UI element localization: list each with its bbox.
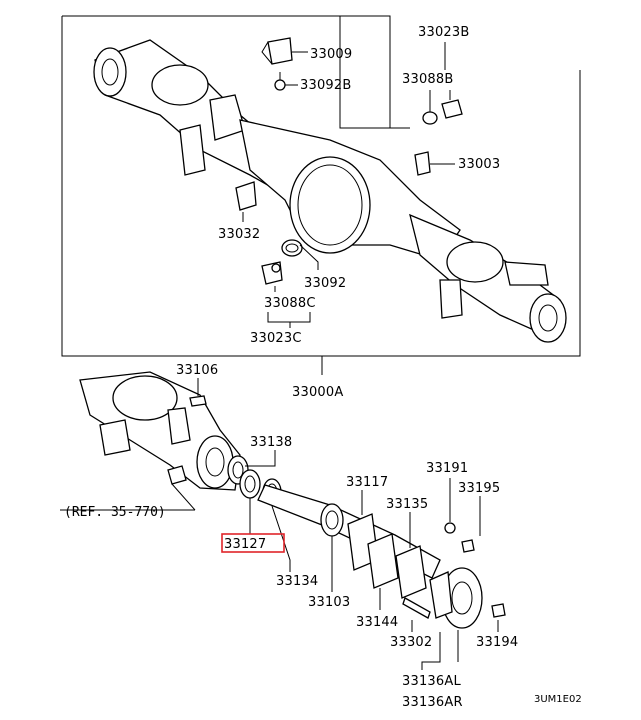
plug-33088B bbox=[422, 99, 463, 125]
upper-leaders bbox=[242, 42, 455, 375]
clip-ref bbox=[167, 465, 187, 485]
label-33092B: 33092B bbox=[300, 78, 351, 93]
label-33194: 33194 bbox=[476, 635, 518, 650]
gasket-33144 bbox=[367, 533, 399, 589]
seal-33103 bbox=[320, 503, 344, 537]
highlight-box-33127 bbox=[221, 533, 285, 553]
label-33136AL: 33136AL bbox=[402, 674, 461, 689]
label-33117: 33117 bbox=[346, 475, 388, 490]
label-33088C: 33088C bbox=[264, 296, 316, 311]
label-33127: 33127 bbox=[224, 537, 266, 552]
label-33134: 33134 bbox=[276, 574, 318, 589]
label-33003: 33003 bbox=[458, 157, 500, 172]
diagram-code: 3UM1E02 bbox=[534, 694, 582, 705]
label-33136AR: 33136AR bbox=[402, 695, 463, 710]
label-33023C: 33023C bbox=[250, 331, 302, 346]
axle-end-housing bbox=[79, 371, 241, 491]
label-33191: 33191 bbox=[426, 461, 468, 476]
label-33092: 33092 bbox=[304, 276, 346, 291]
stud-33032 bbox=[235, 181, 257, 211]
plug-33088C bbox=[261, 261, 283, 285]
label-33032: 33032 bbox=[218, 227, 260, 242]
label-33106: 33106 bbox=[176, 363, 218, 378]
nut-33191 bbox=[444, 522, 456, 534]
label-33195: 33195 bbox=[458, 481, 500, 496]
label-33144: 33144 bbox=[356, 615, 398, 630]
hub-flange-33136A bbox=[429, 567, 483, 629]
gasket-33092 bbox=[281, 239, 303, 257]
label-33088B: 33088B bbox=[402, 72, 453, 87]
label-33000A: 33000A bbox=[292, 385, 343, 400]
label-33009: 33009 bbox=[310, 47, 352, 62]
lower-leaders bbox=[60, 378, 499, 670]
plate-33135 bbox=[395, 545, 427, 599]
label-33023B: 33023B bbox=[418, 25, 469, 40]
nut-33194 bbox=[491, 603, 506, 618]
bolt-33092B bbox=[274, 72, 286, 91]
bearing-33127 bbox=[239, 469, 261, 499]
label-33138: 33138 bbox=[250, 435, 292, 450]
nut-33195 bbox=[461, 539, 475, 553]
bolt-33302 bbox=[402, 597, 431, 619]
label-33302: 33302 bbox=[390, 635, 432, 650]
breather-33003 bbox=[414, 151, 431, 176]
label-33135: 33135 bbox=[386, 497, 428, 512]
axle-housing bbox=[93, 39, 567, 343]
label-ref-35-770: (REF. 35-770) bbox=[64, 505, 166, 520]
label-33103: 33103 bbox=[308, 595, 350, 610]
bolt-33106 bbox=[189, 395, 207, 407]
bracket-33009 bbox=[261, 37, 293, 65]
